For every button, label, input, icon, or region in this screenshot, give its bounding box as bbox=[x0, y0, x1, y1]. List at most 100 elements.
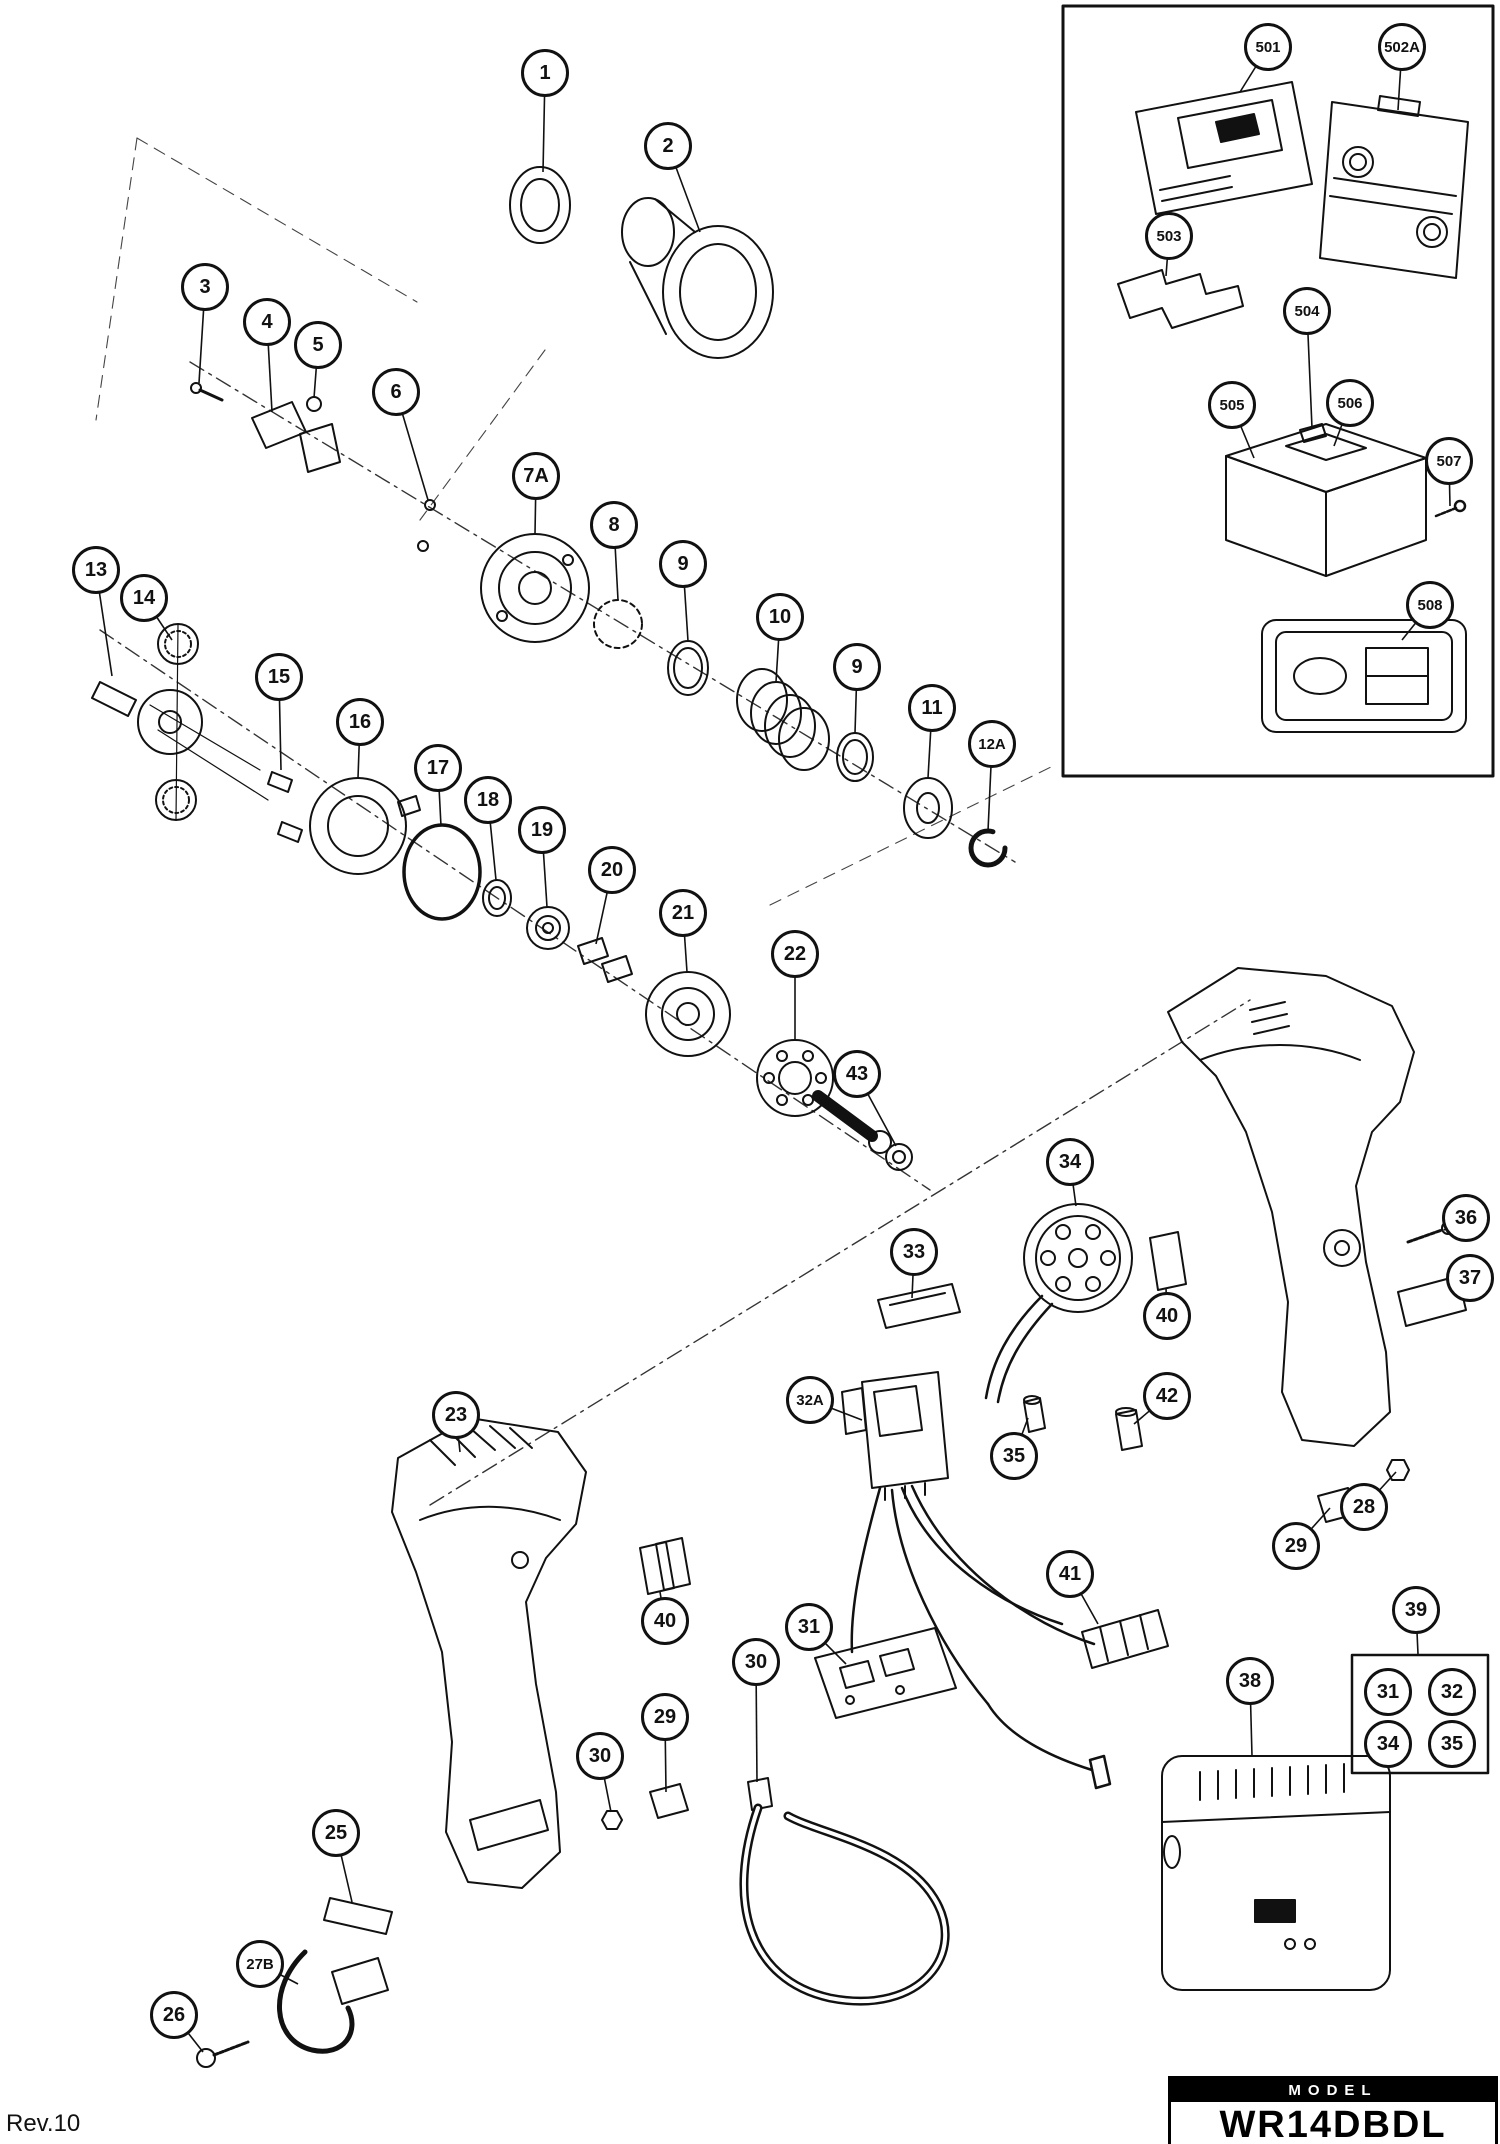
callout-balloon-32: 32 bbox=[1428, 1668, 1476, 1716]
callout-balloon-12A: 12A bbox=[968, 720, 1016, 768]
callout-balloon-30: 30 bbox=[576, 1732, 624, 1780]
part-gear-shaft-13-14-15 bbox=[92, 624, 302, 842]
callout-balloon-15: 15 bbox=[255, 653, 303, 701]
part-chip-40-left bbox=[640, 1538, 690, 1594]
callout-balloon-18: 18 bbox=[464, 776, 512, 824]
part-stackable-case-505-506 bbox=[1226, 424, 1426, 576]
part-hammer-21 bbox=[646, 972, 730, 1056]
callout-balloon-14: 14 bbox=[120, 574, 168, 622]
part-housing-right bbox=[1168, 968, 1414, 1446]
part-nut-30-left bbox=[602, 1811, 622, 1829]
callout-balloon-8: 8 bbox=[590, 501, 638, 549]
callout-balloon-19: 19 bbox=[518, 806, 566, 854]
callout-balloon-503: 503 bbox=[1145, 212, 1193, 260]
callout-balloon-34: 34 bbox=[1046, 1138, 1094, 1186]
part-hook-27B bbox=[279, 1952, 388, 2051]
part-chip-40-right bbox=[1150, 1232, 1186, 1290]
callout-balloon-41: 41 bbox=[1046, 1550, 1094, 1598]
callout-balloon-40: 40 bbox=[1143, 1292, 1191, 1340]
part-connector-41 bbox=[1082, 1610, 1168, 1668]
callout-balloon-28: 28 bbox=[1340, 1483, 1388, 1531]
callout-balloon-13: 13 bbox=[72, 546, 120, 594]
callout-balloon-29: 29 bbox=[1272, 1522, 1320, 1570]
part-screw-3 bbox=[191, 383, 222, 400]
callout-balloon-9: 9 bbox=[659, 540, 707, 588]
construction-boundary-lines bbox=[96, 138, 1055, 905]
part-bearing-19 bbox=[527, 907, 569, 949]
part-screw-507 bbox=[1436, 501, 1465, 516]
callout-balloon-42: 42 bbox=[1143, 1372, 1191, 1420]
assembly-axis-lines bbox=[100, 362, 1250, 1505]
callout-balloon-31: 31 bbox=[785, 1603, 833, 1651]
callout-balloon-31: 31 bbox=[1364, 1668, 1412, 1716]
part-elastomer-25 bbox=[324, 1898, 392, 1934]
part-bracket-503 bbox=[1118, 270, 1243, 328]
revision-label: Rev.10 bbox=[6, 2110, 81, 2137]
callout-balloon-32A: 32A bbox=[786, 1376, 834, 1424]
callout-balloon-37: 37 bbox=[1446, 1254, 1494, 1302]
wiring-harness bbox=[852, 1486, 1110, 1788]
part-carrying-case-502A bbox=[1320, 96, 1468, 278]
callout-balloon-23: 23 bbox=[432, 1391, 480, 1439]
callout-balloon-9: 9 bbox=[833, 643, 881, 691]
callout-balloon-505: 505 bbox=[1208, 381, 1256, 429]
callout-balloon-4: 4 bbox=[243, 298, 291, 346]
part-front-bumper-2 bbox=[622, 198, 773, 358]
callout-balloon-25: 25 bbox=[312, 1809, 360, 1857]
callout-balloon-26: 26 bbox=[150, 1991, 198, 2039]
callout-balloon-507: 507 bbox=[1425, 437, 1473, 485]
callout-balloon-6: 6 bbox=[372, 368, 420, 416]
callout-balloon-7A: 7A bbox=[512, 452, 560, 500]
part-housing-left-23 bbox=[392, 1418, 586, 1888]
callout-balloon-20: 20 bbox=[588, 846, 636, 894]
callout-balloon-33: 33 bbox=[890, 1228, 938, 1276]
callout-balloon-36: 36 bbox=[1442, 1194, 1490, 1242]
part-washers-20 bbox=[578, 938, 632, 982]
callout-balloon-35: 35 bbox=[1428, 1720, 1476, 1768]
callout-balloon-508: 508 bbox=[1406, 581, 1454, 629]
part-pcb-31 bbox=[815, 1628, 956, 1718]
callout-balloon-43: 43 bbox=[833, 1050, 881, 1098]
callout-balloon-504: 504 bbox=[1283, 287, 1331, 335]
callout-balloon-5: 5 bbox=[294, 321, 342, 369]
callout-balloon-2: 2 bbox=[644, 122, 692, 170]
callout-balloon-10: 10 bbox=[756, 593, 804, 641]
part-plate-33 bbox=[878, 1284, 960, 1328]
callout-balloon-11: 11 bbox=[908, 684, 956, 732]
callout-balloon-29: 29 bbox=[641, 1693, 689, 1741]
accessories-inset-box bbox=[1063, 6, 1493, 776]
callout-balloon-506: 506 bbox=[1326, 379, 1374, 427]
callout-balloon-27B: 27B bbox=[236, 1940, 284, 1988]
callout-balloon-22: 22 bbox=[771, 930, 819, 978]
callout-balloon-501: 501 bbox=[1244, 23, 1292, 71]
part-block-29-left bbox=[650, 1784, 688, 1818]
callout-balloon-40: 40 bbox=[641, 1597, 689, 1645]
callout-balloon-3: 3 bbox=[181, 263, 229, 311]
part-latch-504 bbox=[1300, 424, 1326, 442]
part-ring-gear-16 bbox=[310, 778, 420, 874]
part-nut-28 bbox=[1387, 1460, 1409, 1480]
part-cap-ring-1 bbox=[510, 167, 570, 243]
part-bearing-43 bbox=[886, 1144, 912, 1170]
callout-balloon-502A: 502A bbox=[1378, 23, 1426, 71]
part-screw-26 bbox=[197, 2042, 248, 2067]
model-number: WR14DBDL bbox=[1219, 2104, 1447, 2144]
part-motor-34 bbox=[986, 1204, 1132, 1402]
callout-balloon-30: 30 bbox=[732, 1638, 780, 1686]
model-box: MODEL WR14DBDL bbox=[1168, 2076, 1498, 2144]
part-strap-30 bbox=[744, 1778, 945, 2001]
part-washer-18 bbox=[483, 880, 511, 916]
callout-balloon-35: 35 bbox=[990, 1432, 1038, 1480]
callout-balloon-16: 16 bbox=[336, 698, 384, 746]
callout-balloon-38: 38 bbox=[1226, 1657, 1274, 1705]
part-lever-block-4-5-6 bbox=[252, 397, 435, 551]
part-plate-37 bbox=[1398, 1276, 1466, 1326]
part-oring-17 bbox=[404, 825, 480, 919]
callout-balloon-34: 34 bbox=[1364, 1720, 1412, 1768]
legend-box-39 bbox=[1352, 1655, 1488, 1773]
part-inner-tray-508 bbox=[1262, 620, 1466, 732]
callout-balloon-17: 17 bbox=[414, 744, 462, 792]
